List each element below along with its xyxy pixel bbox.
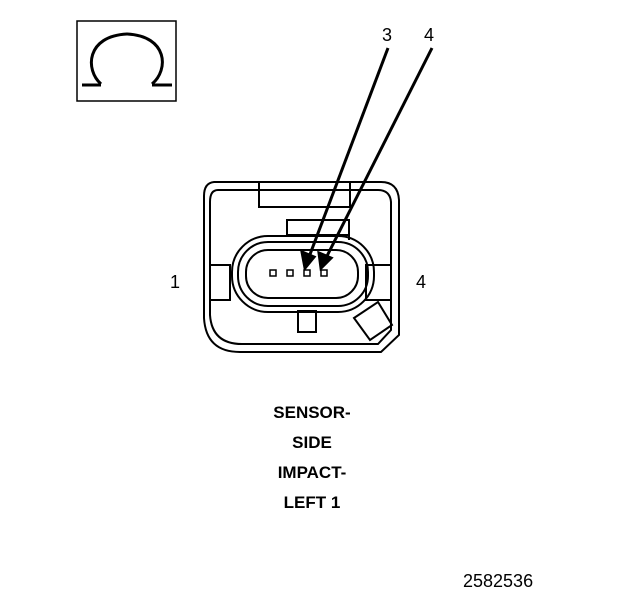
pin-cavity-1 [269,269,277,277]
arrowhead-3 [300,249,317,272]
caption-line-2: SIDE [292,433,332,452]
pin-callout-3: 3 [382,25,393,45]
leader-line-3 [307,47,390,258]
side-label-left: 1 [170,272,181,292]
pin-cavity-2 [286,269,294,277]
leader-line-4 [324,47,434,259]
pin-cavity-4 [320,269,328,277]
caption-line-3: IMPACT- [277,463,347,482]
ohm-icon [76,20,177,102]
callout-leaders [300,47,434,272]
arrowhead-4 [317,250,334,272]
side-label-right: 4 [416,272,427,292]
pin-callout-4: 4 [424,25,435,45]
connector-body [203,181,400,353]
connector-caption: SENSOR- SIDE IMPACT- LEFT 1 [212,398,412,518]
caption-line-4: LEFT 1 [283,493,341,512]
caption-line-1: SENSOR- [273,403,351,422]
figure-id: 2582536 [463,571,534,591]
pin-cavities [269,269,328,277]
pin-cavity-3 [303,269,311,277]
